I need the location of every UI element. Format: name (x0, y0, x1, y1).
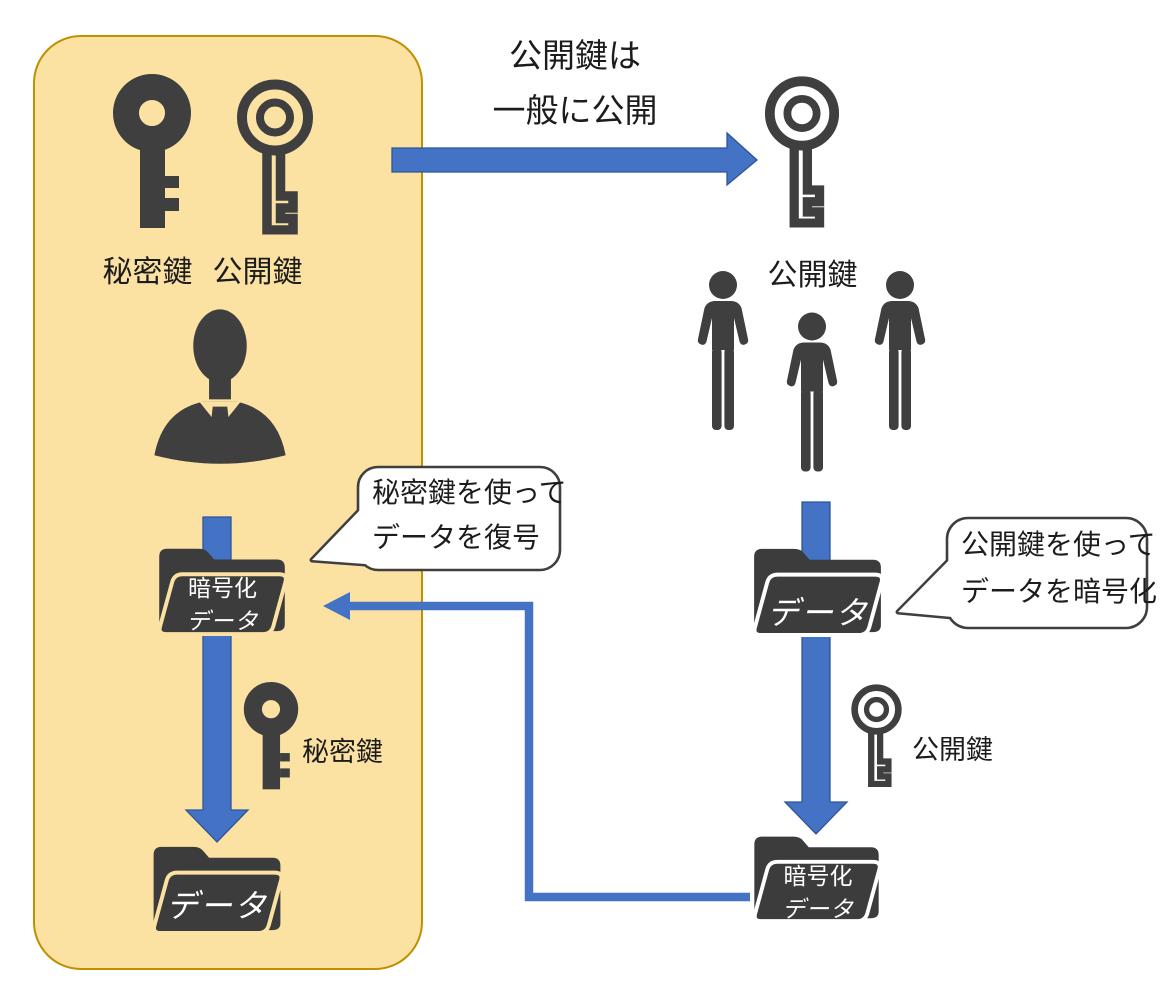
private-key-icon (112, 74, 192, 229)
small-public-key-icon (850, 682, 903, 788)
receiver-encrypted-folder-line1: 暗号化 (783, 863, 853, 889)
encrypt-flow-arrow (783, 501, 849, 835)
receiver-data-folder-label: データ (766, 595, 869, 631)
sender-businessman-icon (147, 307, 293, 465)
decrypt-speech-bubble (309, 465, 562, 572)
publish-caption-line2: 一般に公開 (492, 92, 658, 129)
encrypt-speech-bubble (895, 516, 1149, 630)
sender-encrypted-folder-line2: データ (186, 608, 259, 634)
publish-arrow (391, 131, 758, 187)
decrypt-bubble-line2: データを復号 (372, 522, 541, 553)
receiver-person-icon (683, 270, 763, 432)
encrypt-bubble-line1: 公開鍵を使って (961, 529, 1156, 560)
private-key-label: 秘密鍵 (102, 256, 193, 289)
published-public-key-label: 公開鍵 (767, 259, 858, 292)
sender-encrypted-folder-line1: 暗号化 (188, 575, 257, 601)
decrypt-bubble-line1: 秘密鍵を使って (372, 477, 567, 508)
published-public-key-icon (763, 74, 841, 228)
small-public-key-label: 公開鍵 (912, 735, 993, 765)
sender-encrypted-folder-label: 暗号化 データ (165, 572, 280, 638)
encrypt-bubble-text: 公開鍵を使って データを暗号化 (961, 521, 1158, 615)
public-key-label: 公開鍵 (212, 256, 303, 289)
receiver-person-icon (772, 310, 852, 475)
public-key-icon (235, 77, 315, 235)
sender-data-folder-label: データ (165, 888, 268, 924)
receiver-person-icon (860, 270, 940, 432)
receiver-encrypted-folder-line2: データ (782, 896, 854, 922)
return-arrow (323, 592, 750, 902)
small-private-key-label: 秘密鍵 (302, 737, 383, 767)
publish-caption-line1: 公開鍵は (509, 37, 641, 74)
small-private-key-icon (243, 682, 299, 790)
encrypt-bubble-line2: データを暗号化 (961, 576, 1158, 607)
receiver-encrypted-folder-label: 暗号化 データ (762, 860, 874, 926)
publish-caption: 公開鍵は 一般に公開 (430, 28, 720, 138)
decrypt-bubble-text: 秘密鍵を使って データを復号 (372, 470, 567, 560)
